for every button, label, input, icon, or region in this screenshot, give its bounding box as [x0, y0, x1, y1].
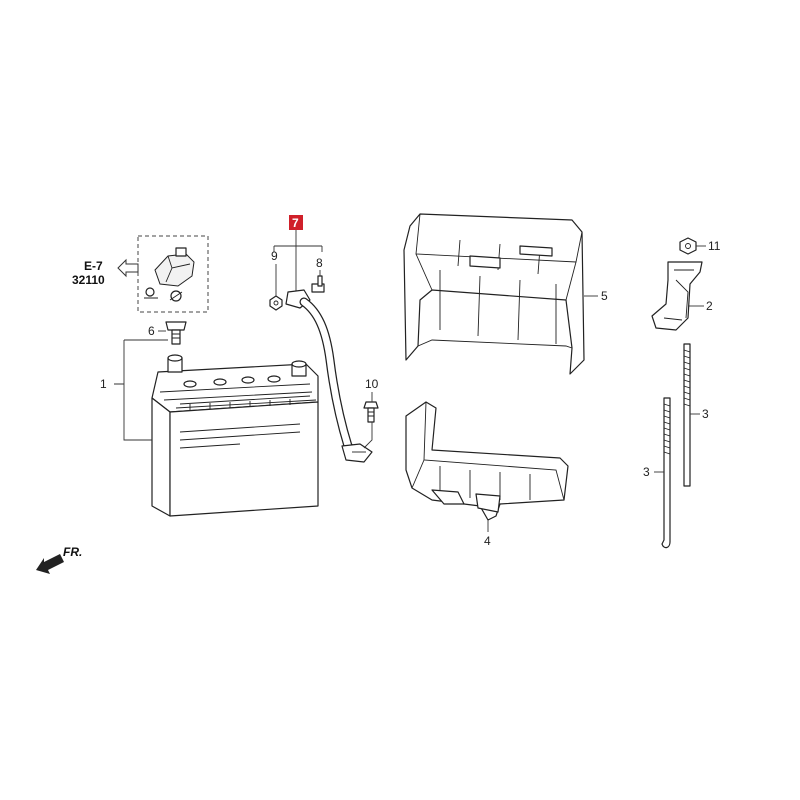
- callout-9: 9: [271, 249, 278, 263]
- part-3-rod-short[interactable]: [661, 397, 671, 549]
- part-11-nut[interactable]: [679, 237, 697, 255]
- callout-6: 6: [148, 324, 155, 338]
- callout-8: 8: [316, 256, 323, 270]
- callout-4: 4: [484, 534, 491, 548]
- part-9-nut[interactable]: [269, 295, 283, 311]
- part-10-bolt[interactable]: [363, 401, 379, 423]
- front-label: FR.: [63, 545, 82, 559]
- part-1-battery[interactable]: [151, 354, 319, 517]
- part-6-terminal-bolt[interactable]: [165, 321, 187, 345]
- callout-7-highlight: [289, 215, 303, 230]
- callout-3a: 3: [702, 407, 709, 421]
- terminal-cover-part: [154, 253, 195, 287]
- part-2-battery-setting-plate[interactable]: [651, 261, 703, 331]
- front-arrow-icon: [36, 554, 64, 574]
- part-5-battery-box[interactable]: [403, 213, 585, 375]
- callout-5: 5: [601, 289, 608, 303]
- reference-detail: [137, 235, 209, 313]
- part-3-rod-long[interactable]: [683, 343, 691, 487]
- callout-7: 7: [292, 216, 299, 230]
- reference-arrow-icon: [117, 258, 139, 278]
- leader-10: [363, 392, 373, 449]
- front-indicator: FR.: [36, 545, 82, 574]
- callout-10: 10: [365, 377, 379, 391]
- reference-section: E-7: [84, 259, 103, 273]
- part-8-bolt[interactable]: [311, 275, 325, 293]
- part-4-battery-tray[interactable]: [405, 401, 569, 521]
- leader-7: [273, 230, 323, 292]
- callout-11: 11: [708, 239, 721, 253]
- leader-1: [114, 339, 168, 441]
- callout-2: 2: [706, 299, 713, 313]
- part-7-battery-cable[interactable]: [285, 289, 373, 463]
- reference-link[interactable]: E-7 32110: [72, 258, 139, 287]
- reference-part-number: 32110: [72, 273, 105, 287]
- callout-3b: 3: [643, 465, 650, 479]
- callout-1: 1: [100, 377, 107, 391]
- reference-detail-box: [137, 235, 209, 313]
